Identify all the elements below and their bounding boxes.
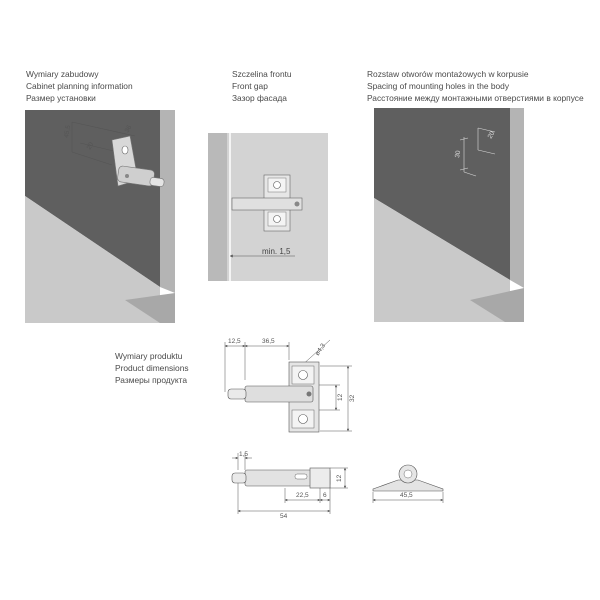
mount-hole-bottom <box>298 414 308 424</box>
product-caption-ru: Размеры продукта <box>115 375 188 385</box>
spacing-caption-en: Spacing of mounting holes in the body <box>367 81 510 91</box>
body-corner <box>470 288 524 322</box>
product-top-view: 12,5 36,5 ø4,3 12 32 <box>224 338 356 433</box>
side-dim-1-5: 1,5 <box>239 451 248 458</box>
top-dim-32: 32 <box>349 394 356 402</box>
bumper-3d <box>111 135 165 187</box>
front-panel-edge <box>208 133 227 281</box>
top-dim-36-5: 36,5 <box>262 338 275 345</box>
top-dim-12-5: 12,5 <box>228 338 241 345</box>
product-end-view: 45,5 <box>372 464 444 503</box>
end-view-base <box>372 479 444 492</box>
body-side-panel <box>374 108 510 280</box>
top-dim-12: 12 <box>337 393 344 401</box>
product-caption-pl: Wymiary produktu <box>115 351 183 361</box>
planning-dim-36: 36 <box>124 124 134 134</box>
planning-illustration: 45,5 36 20 <box>25 110 175 323</box>
planning-caption-pl: Wymiary zabudowy <box>26 69 99 79</box>
side-dim-54: 54 <box>280 513 288 520</box>
cabinet-front-edge <box>160 110 175 293</box>
product-caption: Wymiary produktu Product dimensions Разм… <box>115 350 189 386</box>
spacing-caption-ru: Расстояние между монтажными отверстиями … <box>367 93 584 103</box>
mount-hole-top <box>298 370 308 380</box>
side-dim-6: 6 <box>323 492 327 499</box>
front-gap-caption-pl: Szczelina frontu <box>232 69 292 79</box>
planning-dim-20: 20 <box>86 141 96 151</box>
front-gap-caption-en: Front gap <box>232 81 268 91</box>
body-front-edge <box>510 108 524 288</box>
front-gap-caption: Szczelina frontu Front gap Зазор фасада <box>232 68 292 104</box>
end-dim-45-5: 45,5 <box>400 492 413 499</box>
spacing-dim-20: 20 <box>487 130 497 140</box>
product-side-view: 1,5 22,5 6 54 12 <box>231 451 348 520</box>
front-gap-illustration: min. 1,5 <box>208 133 328 281</box>
spacing-dim-30: 30 <box>454 150 462 159</box>
product-cylinder <box>244 385 314 403</box>
product-plunger <box>227 388 247 400</box>
side-dim-22-5: 22,5 <box>296 492 309 499</box>
spacing-caption: Rozstaw otworów montażowych w korpusie S… <box>367 68 584 104</box>
front-gap-caption-ru: Зазор фасада <box>232 93 287 103</box>
planning-caption: Wymiary zabudowy Cabinet planning inform… <box>26 68 133 104</box>
product-caption-en: Product dimensions <box>115 363 189 373</box>
planning-caption-en: Cabinet planning information <box>26 81 133 91</box>
cabinet-bottom-panel <box>25 196 160 323</box>
spacing-illustration: 30 20 <box>374 108 524 322</box>
bumper-front-view <box>231 174 303 232</box>
planning-dim-45-5: 45,5 <box>63 124 72 138</box>
cabinet-corner <box>125 293 175 323</box>
side-plunger <box>231 472 247 484</box>
side-dim-12: 12 <box>336 474 343 482</box>
spacing-caption-pl: Rozstaw otworów montażowych w korpusie <box>367 69 529 79</box>
front-gap-label: min. 1,5 <box>262 247 291 256</box>
planning-caption-ru: Размер установки <box>26 93 96 103</box>
body-bottom-panel <box>374 198 510 322</box>
